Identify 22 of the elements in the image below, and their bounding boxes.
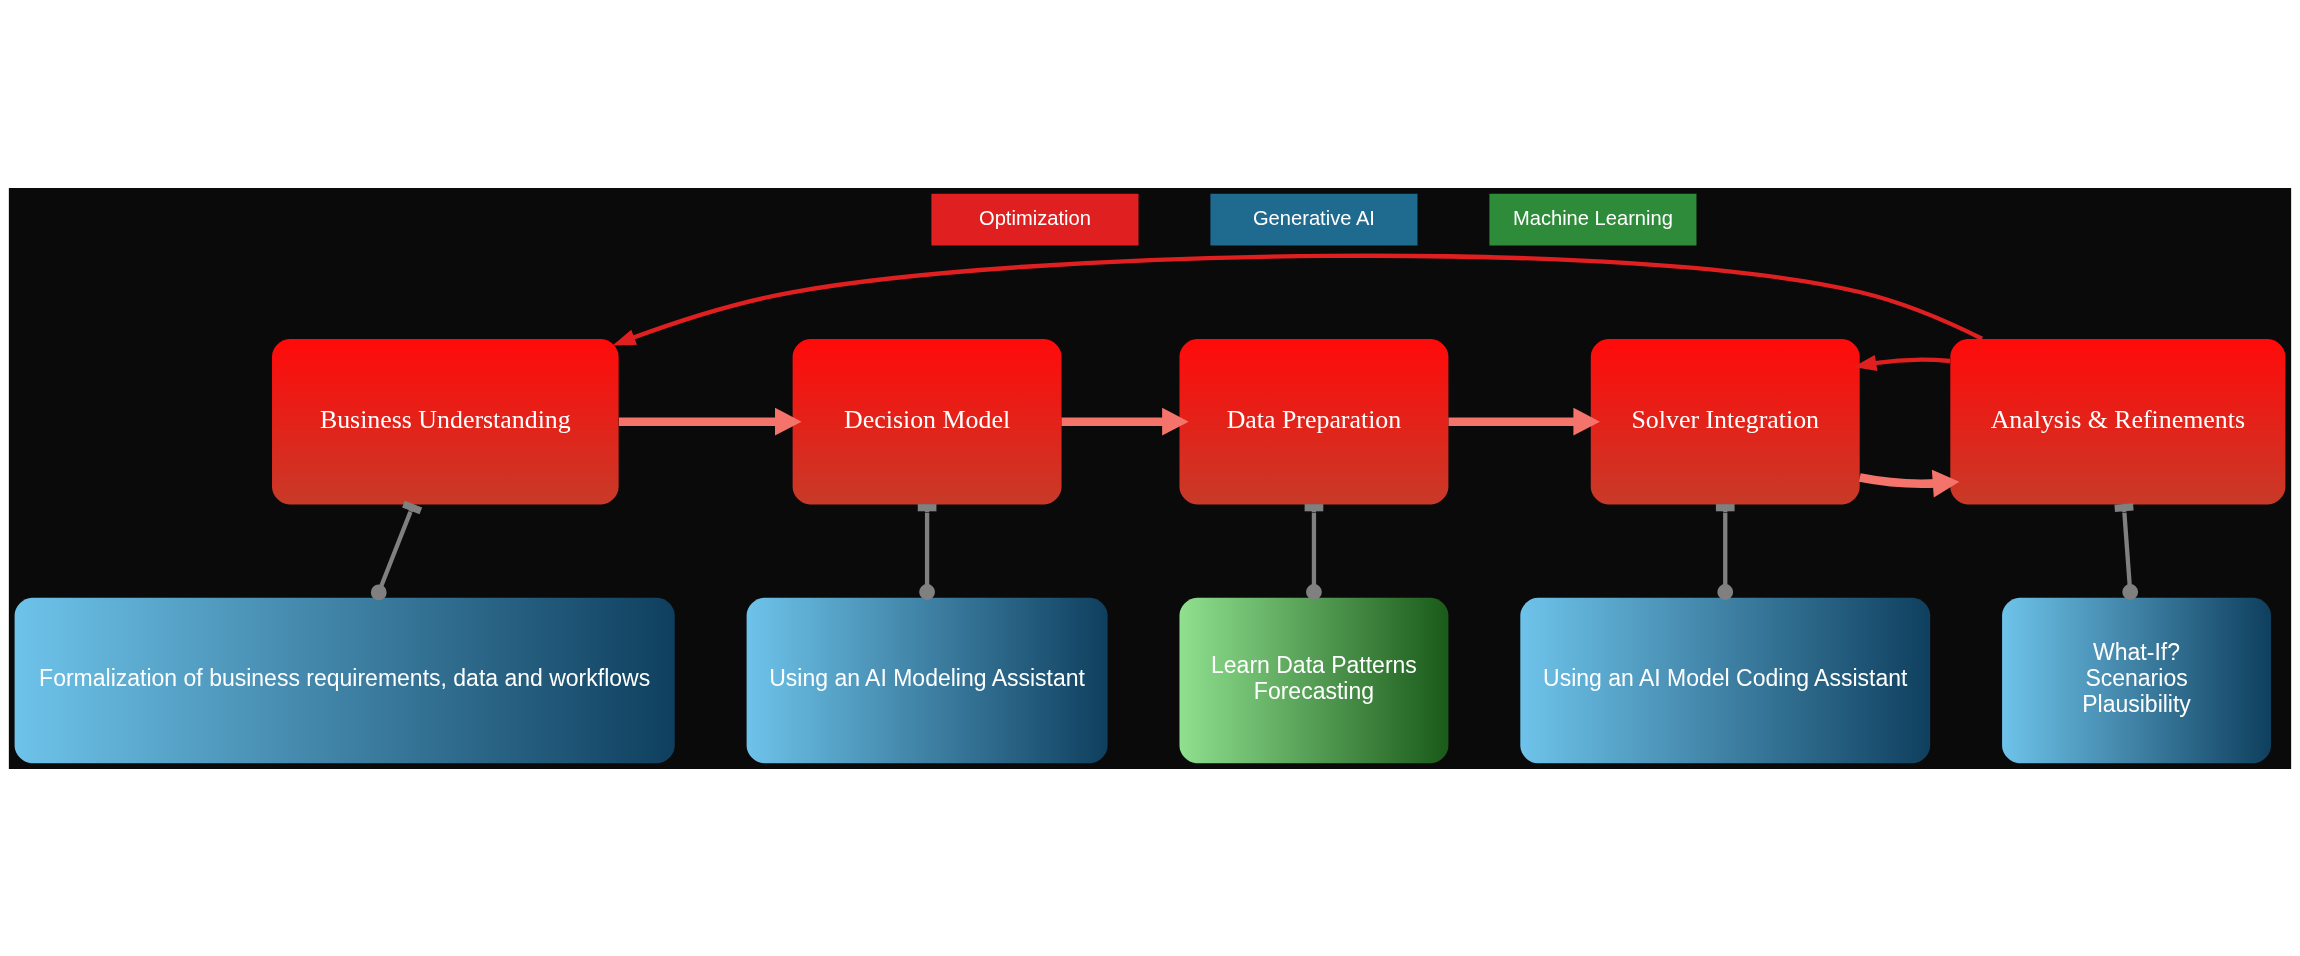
arrow (618, 407, 802, 436)
legend-label: Optimization (979, 206, 1091, 229)
connector (2114, 502, 2139, 600)
connector (1715, 503, 1735, 600)
connector (370, 500, 423, 600)
arrow (1853, 354, 1951, 371)
arrow (1859, 469, 1960, 497)
node-box: Using an AI Modeling Assistant (746, 597, 1108, 763)
node-box: What-If? Scenarios Plausibility (2002, 597, 2271, 763)
arrow (1448, 407, 1600, 436)
node-box: Business Understanding (272, 338, 619, 504)
node-box: Formalization of business requirements, data and workflows (14, 597, 675, 763)
node-box: Learn Data Patterns Forecasting (1179, 597, 1449, 763)
legend-label: Generative AI (1252, 206, 1375, 229)
arrow (1061, 407, 1189, 436)
node-box: Analysis & Refinements (1950, 338, 2286, 504)
arrow (612, 253, 1984, 345)
node-box: Decision Model (792, 338, 1062, 504)
node-box: Using an AI Model Coding Assistant (1520, 597, 1931, 763)
legend-label: Machine Learning (1512, 206, 1673, 229)
node-box: Solver Integration (1590, 338, 1860, 504)
node-box: Data Preparation (1179, 338, 1449, 504)
